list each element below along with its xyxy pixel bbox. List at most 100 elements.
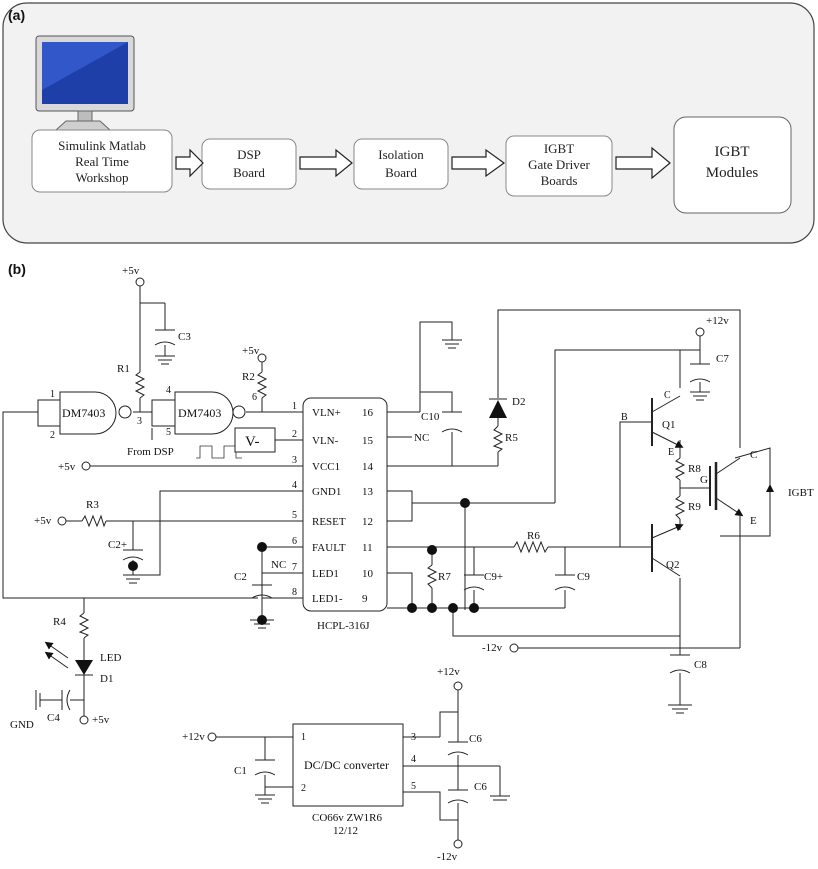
dcdc-pin-1: 1 bbox=[301, 732, 306, 743]
v-minus-box bbox=[234, 427, 276, 453]
nand-gate-1: DM7403 1 2 3 bbox=[37, 389, 142, 441]
gate2-pin-out: 6 bbox=[252, 392, 257, 403]
label-c7: C7 bbox=[716, 353, 729, 365]
diode-d2 bbox=[489, 398, 507, 418]
label-c9: C9 bbox=[577, 571, 590, 583]
block-dsp-line1: DSP bbox=[237, 147, 261, 162]
hcpl-pin-num-right: 14 bbox=[362, 461, 374, 473]
dcdc-pin-2: 2 bbox=[301, 783, 306, 794]
label-igbt-c: C bbox=[750, 449, 757, 461]
label-r2: R2 bbox=[242, 371, 255, 383]
label-igbt: IGBT bbox=[788, 487, 814, 499]
hcpl-pin-num-right: 15 bbox=[362, 435, 374, 447]
label-d2: D2 bbox=[512, 396, 525, 408]
label-nc-right: NC bbox=[414, 432, 429, 444]
dcdc-pin-5: 5 bbox=[411, 781, 416, 792]
label-c3: C3 bbox=[178, 331, 191, 343]
hcpl-pin-num-left: 5 bbox=[292, 510, 297, 521]
label-minus12-bottom: -12v bbox=[437, 851, 458, 863]
resistor-r6 bbox=[513, 540, 549, 554]
label-nc-left: NC bbox=[271, 559, 286, 571]
gate1-chip-label: DM7403 bbox=[62, 406, 105, 420]
block-gate-line2: Gate Driver bbox=[528, 157, 590, 172]
gate2-chip-label: DM7403 bbox=[178, 406, 221, 420]
label-q1-e: E bbox=[668, 447, 674, 458]
label-q1-c: C bbox=[664, 390, 671, 401]
block-simulink-line2: Real Time bbox=[75, 154, 129, 169]
label-c9p: C9+ bbox=[484, 571, 503, 583]
capacitors bbox=[61, 329, 711, 711]
label-gnd: GND bbox=[10, 719, 34, 731]
gate1-pin-b: 2 bbox=[50, 430, 55, 441]
hcpl-pin-num-right: 12 bbox=[362, 516, 373, 528]
label-d1: D1 bbox=[100, 673, 113, 685]
transistor-q1 bbox=[651, 395, 684, 448]
from-dsp-label: From DSP bbox=[127, 446, 174, 458]
hcpl-pin-num-left: 6 bbox=[292, 536, 297, 547]
label-igbt-e: E bbox=[750, 515, 757, 527]
gate2-pin-a: 4 bbox=[166, 385, 171, 396]
label-r7: R7 bbox=[438, 571, 451, 583]
label-c2p: C2+ bbox=[108, 539, 127, 551]
label-r9: R9 bbox=[688, 501, 701, 513]
hcpl-pin-name: VLN+ bbox=[312, 407, 341, 419]
hcpl-pin-num-left: 3 bbox=[292, 455, 297, 466]
hcpl-pin-labels: 1VLN+2VLN-3VCC14GND15RESET6FAULT7LED18LE… bbox=[292, 401, 374, 605]
igbt-symbol bbox=[709, 457, 774, 536]
label-plus12-top: +12v bbox=[437, 666, 460, 678]
label-led: LED bbox=[100, 652, 121, 664]
resistor-r1 bbox=[134, 371, 146, 399]
resistor-r5 bbox=[492, 425, 504, 453]
label-q1: Q1 bbox=[662, 419, 675, 431]
label-c6-b: C6 bbox=[474, 781, 487, 793]
hcpl-pin-num-right: 10 bbox=[362, 568, 374, 580]
panel-a: (a) Simulink Matlab Real Time Workshop D… bbox=[2, 2, 815, 244]
label-igbt-g: G bbox=[700, 474, 708, 486]
label-r4: R4 bbox=[53, 616, 66, 628]
label-plus12-q1: +12v bbox=[706, 315, 729, 327]
resistor-r2 bbox=[256, 371, 268, 399]
dcdc-pin-4: 4 bbox=[411, 754, 416, 765]
label-plus5-led: +5v bbox=[92, 714, 110, 726]
label-r8: R8 bbox=[688, 463, 701, 475]
hcpl-pin-num-left: 7 bbox=[292, 562, 297, 573]
block-isolation-line2: Board bbox=[385, 165, 417, 180]
label-c8: C8 bbox=[694, 659, 707, 671]
block-simulink-line1: Simulink Matlab bbox=[58, 138, 146, 153]
hcpl-pin-num-right: 16 bbox=[362, 407, 374, 419]
hcpl-pin-num-left: 1 bbox=[292, 401, 297, 412]
arrow-1 bbox=[175, 148, 204, 178]
label-plus5-r2: +5v bbox=[242, 345, 260, 357]
block-modules bbox=[673, 116, 792, 214]
block-modules-line2: Modules bbox=[706, 165, 759, 181]
block-gate-line3: Boards bbox=[541, 173, 578, 188]
label-plus5-r1: +5v bbox=[122, 265, 140, 277]
resistor-r7 bbox=[426, 564, 438, 589]
hcpl-pin-num-left: 4 bbox=[292, 480, 297, 491]
label-r1: R1 bbox=[117, 363, 130, 375]
dcdc-name: DC/DC converter bbox=[304, 758, 389, 772]
block-dsp-line2: Board bbox=[233, 165, 265, 180]
block-gate-line1: IGBT bbox=[544, 141, 574, 156]
resistor-r3 bbox=[81, 514, 107, 528]
label-c10: C10 bbox=[421, 411, 440, 423]
led-d1 bbox=[44, 641, 93, 676]
label-r6: R6 bbox=[527, 530, 540, 542]
gate1-pin-out: 3 bbox=[137, 416, 142, 427]
hcpl-pin-name: VCC1 bbox=[312, 461, 340, 473]
v-minus-label: V- bbox=[245, 434, 259, 450]
label-c4: C4 bbox=[47, 712, 60, 724]
dcdc-pin-3: 3 bbox=[411, 732, 416, 743]
gate2-pin-b: 5 bbox=[166, 427, 171, 438]
hcpl-pin-num-left: 8 bbox=[292, 587, 297, 598]
hcpl-pin-num-left: 2 bbox=[292, 429, 297, 440]
hcpl-pin-num-right: 9 bbox=[362, 593, 368, 605]
label-q2: Q2 bbox=[666, 559, 679, 571]
panel-a-label: (a) bbox=[8, 7, 25, 23]
hcpl-pin-name: LED1 bbox=[312, 568, 339, 580]
flow-arrows bbox=[175, 146, 671, 180]
gate1-pin-a: 1 bbox=[50, 389, 55, 400]
resistor-r8 bbox=[674, 457, 686, 481]
label-r5: R5 bbox=[505, 432, 518, 444]
